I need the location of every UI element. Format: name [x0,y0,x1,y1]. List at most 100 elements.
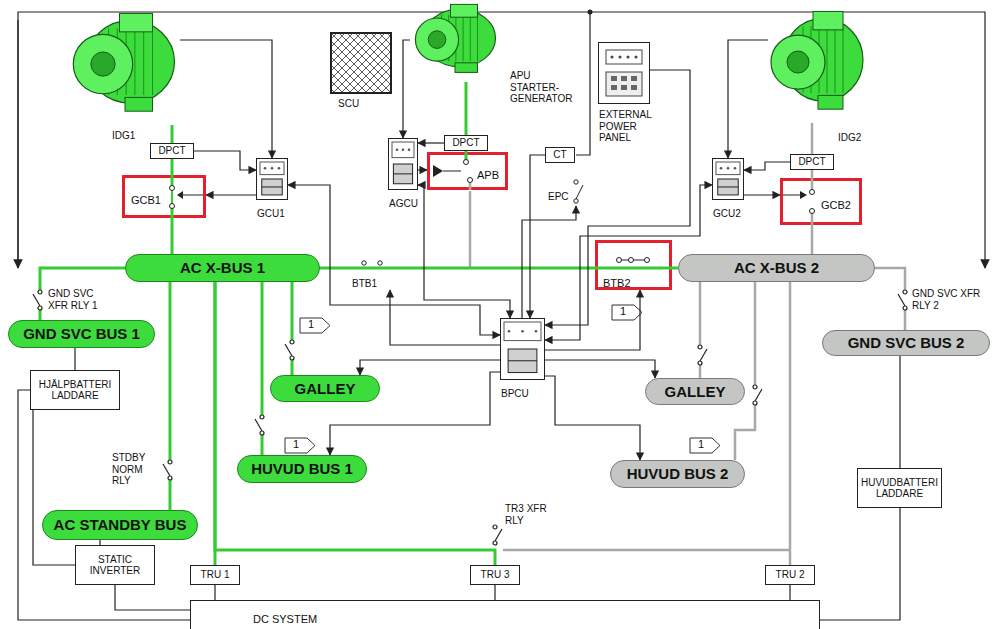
node-label: GND SVC BUS 1 [23,325,140,342]
callout-number: 1 [612,305,634,320]
power-wire [789,282,792,565]
relay-symbol [163,460,174,480]
control-line [403,40,410,138]
control-line [418,185,510,318]
node-label: GND SVC BUS 2 [848,334,965,351]
control-unit-box: AGCU [388,138,418,190]
node-label: DC SYSTEM [253,613,317,626]
node-label: STATIC INVERTER [78,554,152,577]
power-wire [699,282,702,378]
node-label: AC STANDBY BUS [54,516,187,533]
generator-illustration: IDG2 [768,8,868,123]
label-text: GND SVC XFR RLY 1 [48,288,110,311]
charger-box: HUVUDBATTERI LADDARE [857,468,942,508]
label-text: 1 [300,318,322,331]
node-label: GCB1 [131,194,161,207]
control-line [18,390,190,620]
breaker-box: BTB2 [595,240,672,290]
power-wire [811,123,814,154]
bus-bar: GND SVC BUS 1 [8,320,155,348]
generator-illustration: IDG1 [70,10,180,125]
system-box: DC SYSTEM [190,600,820,629]
control-line [360,360,500,375]
label-text: GND SVC XFR RLY 2 [912,288,984,311]
relay-symbol [898,290,909,310]
relay-label: STDBY NORM RLY [112,452,164,487]
control-line [206,194,256,195]
relay-symbols [33,290,909,545]
contactor: EPC [548,178,584,206]
node-label: TRU 2 [768,569,812,581]
label-text: TR3 XFR RLY [505,503,560,526]
sensor-box: DPCT [790,154,834,170]
control-line [115,585,190,610]
relay-symbol [33,290,44,310]
unit-symbol [712,158,744,200]
breaker: BTB1 [352,258,396,290]
power-wire [215,282,495,565]
node-label: HUVUDBATTERI LADDARE [860,477,939,500]
node-label: APB [477,169,499,182]
callout-number: 1 [300,318,322,333]
power-wire [171,218,174,254]
sensor-box: DPCT [444,135,488,151]
charger-box: HJÄLPBATTERI LADDARE [30,370,120,410]
control-unit-box: BPCU [500,318,545,380]
node-label: IDG1 [112,130,152,142]
label-text: 1 [285,438,307,451]
tru-transfer-wire [503,549,790,552]
node-label: AGCU [389,198,418,210]
gen-symbol [768,8,868,123]
control-line [522,206,576,318]
label-text: 1 [612,305,634,318]
label-text: 1 [690,438,712,451]
relay-label: GND SVC XFR RLY 1 [48,288,110,311]
node-label: HJÄLPBATTERI LADDARE [33,379,117,402]
control-line [899,356,900,468]
control-unit-box: GCU1 [256,158,288,200]
node-label: GALLEY [665,383,726,400]
node-label: DPCT [153,145,191,157]
node-label: HUVUD BUS 2 [627,465,729,482]
ext-power-feed [576,12,590,155]
breaker-box: GCB2 [780,178,862,225]
control-line [744,194,780,195]
node-label: GCB2 [821,199,851,212]
control-line [545,290,640,350]
control-line [728,40,768,158]
node-label: IDG2 [838,132,878,144]
control-unit-box: GCU2 [712,158,744,200]
relay-symbol [285,340,296,360]
control-line [418,169,427,170]
power-wire [291,282,294,375]
control-line [390,290,500,345]
breaker-box: GCB1 [122,175,206,218]
node-label: CT [548,149,572,161]
callout-flag [690,438,720,453]
power-wire [40,268,125,320]
callout-flag [300,318,330,333]
power-wire [320,267,352,270]
node-label: BTB1 [352,278,377,290]
callout-number: 1 [690,438,712,453]
breaker-box: APB [427,152,508,190]
node-label: EPC [548,191,569,203]
unit-symbol [500,318,545,380]
junction-dot [588,10,593,15]
rectifier-box: TRU 1 [190,565,240,585]
power-panel: EXTERNAL POWER PANEL [598,42,650,104]
apb-tie-wire [469,191,472,268]
power-wire [875,268,905,330]
power-wire [811,170,814,178]
node-label: DPCT [447,137,485,149]
power-wire [811,225,814,254]
control-line [214,585,215,600]
node-label: BPCU [501,388,529,400]
rectifier-box: TRU 3 [470,565,520,585]
ext-symbol [598,42,650,104]
control-line [820,508,900,620]
node-label: AC X-BUS 2 [734,259,819,276]
control-line [545,360,655,378]
unit-symbol [388,138,418,190]
control-line [744,162,790,170]
